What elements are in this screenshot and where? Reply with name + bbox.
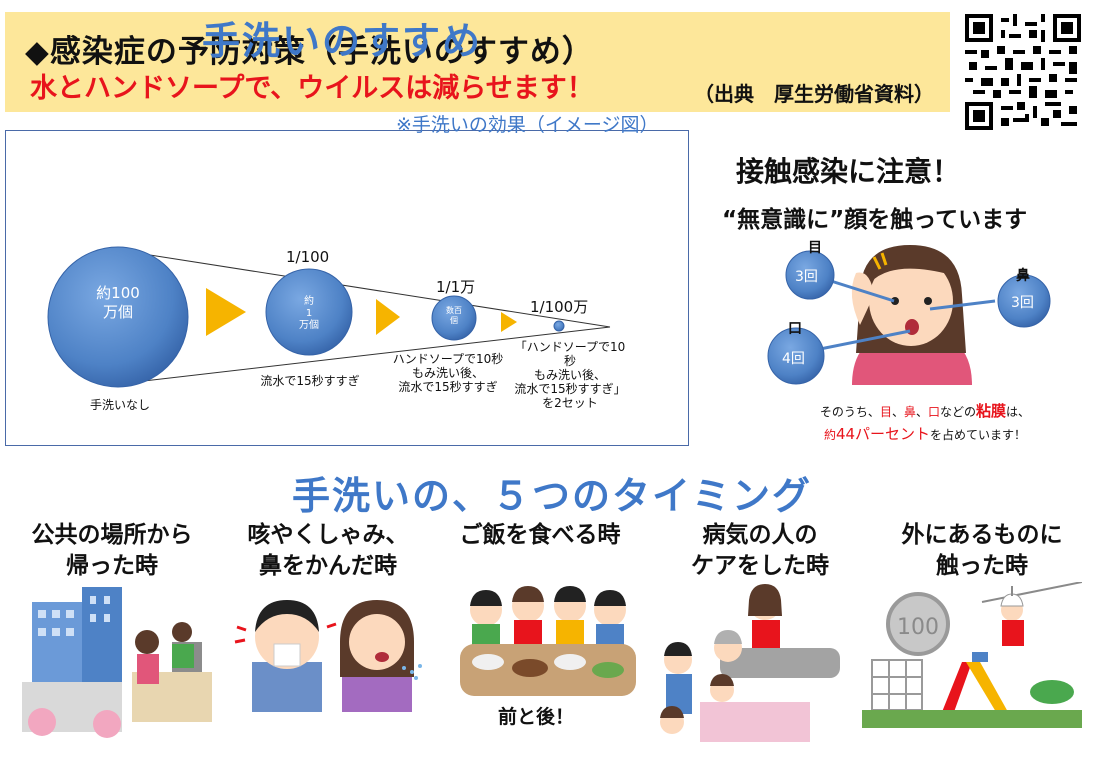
arrow-icon: [206, 288, 246, 336]
playground-illustration: 100: [862, 582, 1082, 728]
nose-count-bubble: [997, 274, 1051, 328]
eye-count-bubble: [785, 250, 835, 300]
handwash-subtitle: 水とハンドソープで、ウイルスは減らせます！: [30, 73, 594, 104]
timing-item-cough-sneeze: 咳やくしゃみ、鼻をかんだ時: [247, 522, 409, 579]
fraction-label: 1/100万: [530, 298, 589, 316]
city-building-illustration: [22, 587, 212, 738]
contact-subtitle: “無意識に”顔を触っています: [722, 207, 1028, 233]
arrow-icon: [376, 299, 400, 335]
mouth-count-bubble: [767, 327, 825, 385]
stage-caption: 「ハンドソープで10秒 もみ洗い後、 流水で15秒すすぎ」 を2セット: [514, 340, 626, 410]
sneeze-illustration: [234, 600, 422, 712]
timing-title: 手洗いの、５つのタイミング: [291, 474, 812, 518]
bubble-no-wash: [47, 246, 189, 388]
arrow-icon: [501, 312, 517, 332]
bubble-label: 約100 万個: [96, 284, 140, 321]
timing-item-meal: ご飯を食べる時: [459, 522, 621, 548]
stage-caption: ハンドソープで10秒 もみ洗い後、 流水で15秒すすぎ: [392, 352, 504, 394]
caregiving-illustration: [660, 584, 840, 742]
handwash-note: ※手洗いの効果（イメージ図）: [396, 114, 659, 136]
nose-label: 鼻: [1016, 268, 1030, 284]
timing-item-public-place: 公共の場所から帰った時: [31, 522, 193, 579]
stage-caption: 流水で15秒すすぎ: [260, 374, 360, 388]
mucosa-note: そのうち、目、鼻、口などの粘膜は、 約44パーセントを占めています！: [819, 402, 1031, 443]
eye-count: 3回: [795, 269, 818, 285]
header-banner: ◆感染症の予防対策（手洗いのすすめ） （出典 厚生労働省資料）: [5, 12, 950, 112]
handwash-title: 手洗いのすすめ: [201, 19, 482, 63]
eye-label: 目: [808, 240, 822, 256]
page-title: ◆感染症の予防対策（手洗いのすすめ）: [25, 34, 594, 70]
meal-illustration: [460, 586, 636, 696]
timing-item-caregiving: 病気の人のケアをした時: [691, 522, 829, 579]
nose-count: 3回: [1011, 295, 1034, 311]
funnel-top-line: [117, 249, 611, 328]
fraction-label: 1/1万: [436, 278, 476, 296]
mouth-count: 4回: [782, 351, 805, 367]
meal-note: 前と後！: [497, 706, 574, 728]
mouth-label: 口: [788, 321, 802, 337]
bubble-label: 約 1 万個: [299, 296, 319, 331]
stage-caption: 手洗いなし: [89, 398, 150, 412]
virus-reduction-diagram: [47, 246, 611, 388]
bubble-soap-twice: [553, 320, 565, 332]
fraction-label: 1/100: [286, 248, 330, 266]
funnel-bottom-line: [117, 326, 611, 385]
timing-item-outside-objects: 外にあるものに触った時: [901, 522, 1063, 579]
coin-icon: [886, 592, 950, 656]
contact-title: 接触感染に注意！: [736, 155, 961, 188]
svg-text:100: 100: [897, 615, 939, 640]
bubble-label: 数百 個: [446, 306, 462, 325]
bubble-soap: [431, 295, 477, 341]
qr-code-icon[interactable]: [965, 14, 1081, 130]
bubble-rinse: [265, 268, 353, 356]
face-touch-illustration: [767, 245, 1051, 385]
handwash-panel: [5, 130, 689, 446]
source-credit: （出典 厚生労働省資料）: [694, 82, 934, 106]
